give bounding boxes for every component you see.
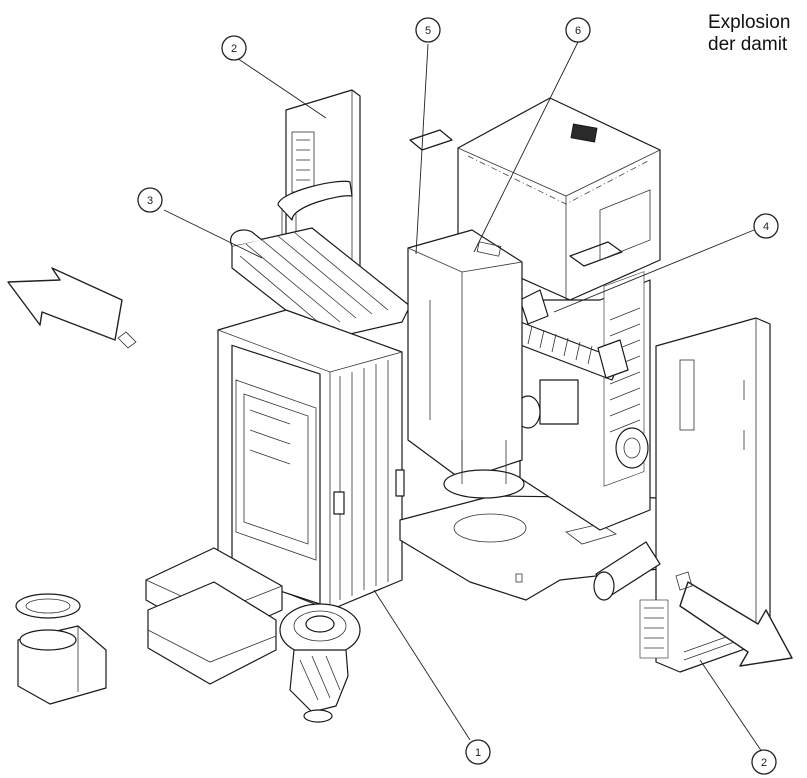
callout-2-top: 2 xyxy=(221,35,247,61)
ash-drawers xyxy=(145,547,283,685)
callout-4-label: 4 xyxy=(763,221,769,233)
callout-6: 6 xyxy=(565,17,591,43)
pellet-hopper xyxy=(409,97,661,301)
callout-6-label: 6 xyxy=(575,25,581,37)
callout-1-label: 1 xyxy=(475,747,481,759)
flue-collector xyxy=(407,229,525,499)
combustion-chamber xyxy=(217,309,405,611)
callout-5-label: 5 xyxy=(425,25,431,37)
diagram-caption: Explosion der damit xyxy=(708,12,807,56)
burner-pot xyxy=(15,593,107,705)
callout-3: 3 xyxy=(137,187,163,213)
ignition-cylinder xyxy=(593,541,661,601)
blower-fan xyxy=(279,603,361,723)
heat-exchanger-top xyxy=(230,227,411,341)
caption-line-2: der damit xyxy=(708,34,788,55)
callout-2-top-label: 2 xyxy=(231,43,237,55)
callout-2-bottom: 2 xyxy=(751,749,777,775)
callout-3-label: 3 xyxy=(147,195,153,207)
left-direction-arrow xyxy=(7,267,137,349)
callout-2-bottom-label: 2 xyxy=(761,757,767,769)
pellet-auger xyxy=(501,289,629,381)
right-direction-arrow xyxy=(675,571,793,667)
callout-1: 1 xyxy=(465,739,491,765)
callout-4: 4 xyxy=(753,213,779,239)
caption-line-1: Explosion xyxy=(708,12,791,33)
leader-lines xyxy=(163,41,763,753)
front-side-panel xyxy=(639,317,771,673)
callout-5: 5 xyxy=(415,17,441,43)
